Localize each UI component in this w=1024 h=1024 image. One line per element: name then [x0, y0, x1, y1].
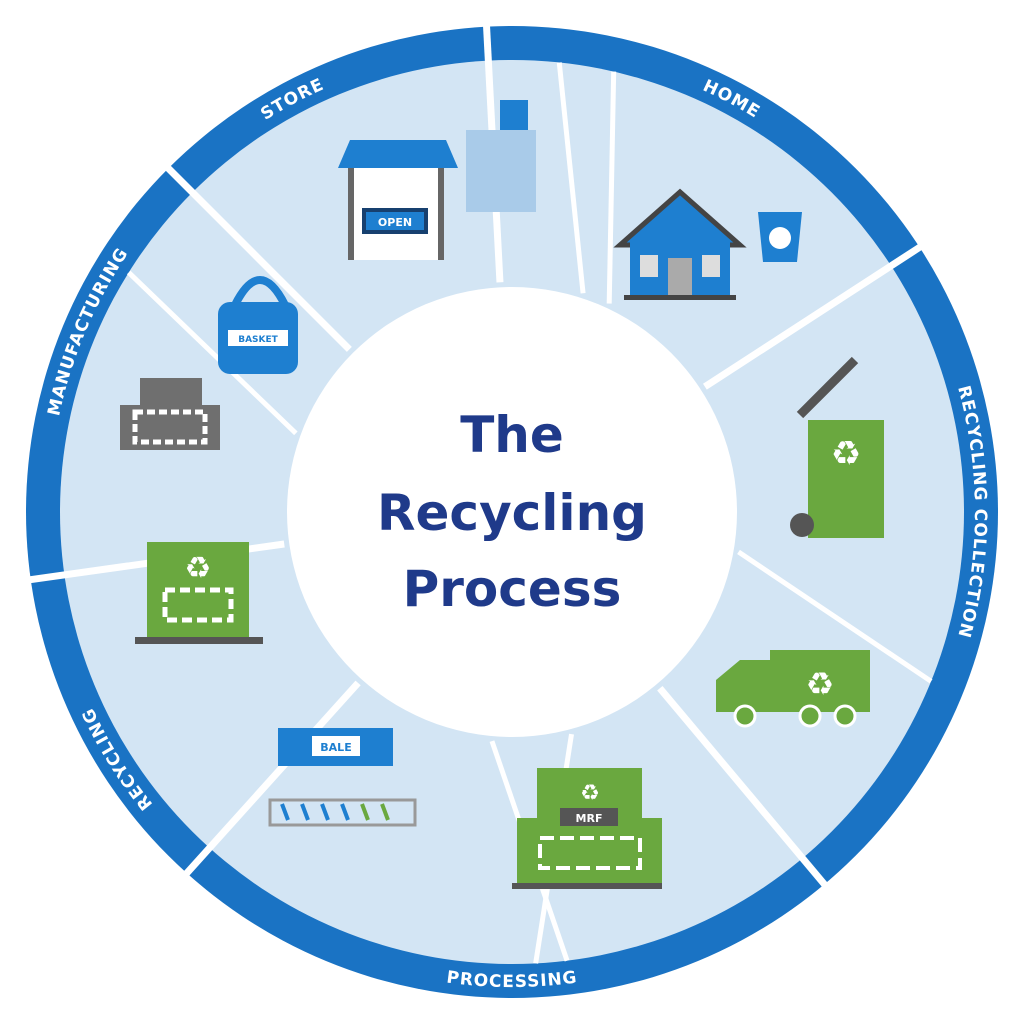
cell-divider [556, 62, 586, 294]
cup-icon [758, 212, 802, 262]
svg-text:♻: ♻ [831, 434, 861, 474]
garbage-truck-icon: ♻ [716, 650, 870, 728]
cell-divider [126, 270, 298, 436]
divider [163, 163, 352, 352]
divider [657, 685, 830, 890]
divider [181, 680, 361, 879]
title-line-3: Process [403, 560, 622, 618]
svg-text:♻: ♻ [185, 551, 212, 586]
bale-tag-text: BALE [320, 741, 351, 754]
title-line-1: The [460, 406, 564, 464]
shopping-bag-icon [466, 100, 536, 212]
house-icon [613, 188, 747, 300]
cell-divider [606, 71, 617, 304]
divider [702, 242, 925, 390]
factory-icon [120, 378, 220, 450]
recycling-factory-icon: ♻ [135, 542, 263, 644]
cell-divider [737, 549, 933, 684]
mrf-sign-text: MRF [576, 812, 603, 825]
svg-text:♻: ♻ [580, 781, 600, 806]
bale-conveyor-icon: BALE [268, 728, 417, 827]
store-sign-text: OPEN [378, 216, 412, 229]
segment-dividers [26, 22, 933, 964]
recycling-bin-icon: ♻ [790, 356, 884, 538]
mrf-facility-icon: MRF ♻ [512, 768, 662, 889]
store-icon: OPEN [338, 140, 458, 260]
basket-tag-text: BASKET [238, 335, 278, 345]
basket-icon: BASKET [218, 276, 298, 374]
svg-text:♻: ♻ [806, 665, 835, 703]
title-line-2: Recycling [377, 484, 647, 542]
center-circle [287, 287, 737, 737]
